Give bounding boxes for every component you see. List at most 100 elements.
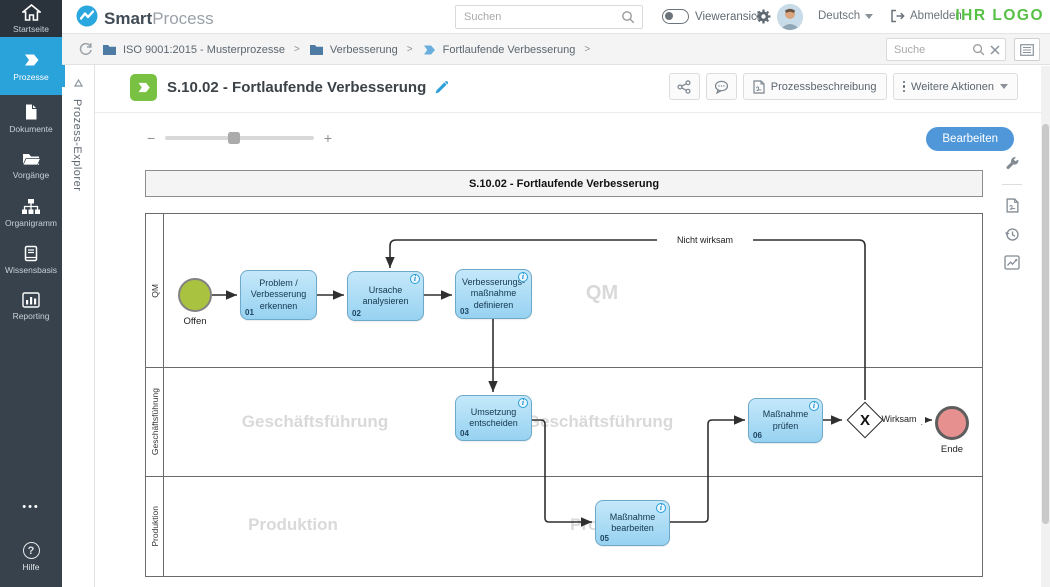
viewer-toggle[interactable]: Vieweransicht bbox=[662, 9, 766, 24]
sidebar-item-organigramm[interactable]: Organigramm bbox=[0, 189, 62, 236]
scrollbar-thumb[interactable] bbox=[1042, 124, 1049, 524]
folder-icon bbox=[102, 44, 117, 56]
task-03[interactable]: Verbesserungs- maßnahme definieren 03 bbox=[455, 269, 532, 319]
explorer-label[interactable]: Prozess-Explorer bbox=[71, 99, 83, 191]
sidebar-item-wissensbasis[interactable]: Wissensbasis bbox=[0, 236, 62, 283]
global-search-input[interactable] bbox=[456, 11, 621, 23]
process-explorer-panel: Prozess-Explorer bbox=[62, 65, 95, 587]
task-01[interactable]: Problem / Verbesserung erkennen 01 bbox=[240, 270, 317, 320]
barchart-icon bbox=[22, 292, 40, 308]
start-event[interactable] bbox=[178, 278, 212, 312]
breadcrumb-item[interactable]: Verbesserung bbox=[309, 44, 398, 56]
search-icon[interactable] bbox=[621, 10, 635, 24]
breadcrumb-separator: > bbox=[584, 44, 590, 55]
list-view-button[interactable] bbox=[1014, 38, 1040, 61]
rail-divider bbox=[1002, 184, 1022, 185]
sidebar-item-label: Hilfe bbox=[22, 562, 39, 572]
comment-icon bbox=[714, 80, 729, 94]
sidebar-item-hilfe[interactable]: Hilfe bbox=[0, 527, 62, 587]
process-icon bbox=[21, 51, 41, 69]
sidebar-item-label: Startseite bbox=[13, 24, 49, 34]
logout-label: Abmelden bbox=[910, 10, 962, 22]
lane-watermark: Geschäftsführung bbox=[235, 412, 395, 432]
diagram-tool-rail bbox=[1000, 155, 1024, 270]
task-number: 04 bbox=[460, 429, 469, 438]
breadcrumb-item[interactable]: ISO 9001:2015 - Musterprozesse bbox=[102, 44, 285, 56]
start-event-label: Offen bbox=[167, 316, 223, 327]
pdf-export-icon[interactable] bbox=[1006, 198, 1019, 213]
task-02[interactable]: Ursache analysieren 02 bbox=[347, 271, 424, 321]
sidebar-item-label: Reporting bbox=[13, 311, 50, 321]
section-divider bbox=[95, 112, 1050, 113]
xor-gateway[interactable]: X bbox=[845, 400, 885, 440]
wrench-icon[interactable] bbox=[1004, 155, 1020, 171]
brand-logo[interactable]: SmartProcess bbox=[76, 5, 214, 32]
logout-button[interactable]: Abmelden bbox=[890, 9, 962, 23]
tree-search bbox=[886, 38, 1006, 61]
collapse-panel-icon[interactable] bbox=[74, 79, 83, 87]
share-button[interactable] bbox=[669, 73, 700, 100]
help-icon bbox=[23, 542, 40, 559]
page-title: S.10.02 - Fortlaufende Verbesserung bbox=[167, 79, 426, 96]
more-actions-button[interactable]: Weitere Aktionen bbox=[893, 73, 1018, 100]
language-selector[interactable]: Deutsch bbox=[818, 10, 873, 22]
edit-title-pencil-icon[interactable] bbox=[434, 80, 449, 95]
comments-button[interactable] bbox=[706, 73, 737, 100]
list-icon bbox=[1020, 44, 1034, 56]
book-icon bbox=[23, 245, 39, 262]
sidebar-item-prozesse[interactable]: Prozesse bbox=[0, 37, 62, 95]
explorer-accent-bar bbox=[62, 65, 65, 87]
task-number: 01 bbox=[245, 308, 254, 317]
search-icon[interactable] bbox=[972, 43, 985, 56]
global-search bbox=[455, 5, 643, 29]
breadcrumb-bar: ISO 9001:2015 - Musterprozesse > Verbess… bbox=[62, 34, 1050, 65]
vertical-scrollbar[interactable] bbox=[1041, 66, 1050, 587]
sidebar-item-reporting[interactable]: Reporting bbox=[0, 283, 62, 330]
folder-icon bbox=[309, 44, 324, 56]
process-badge-icon bbox=[130, 74, 157, 101]
sidebar-item-dokumente[interactable]: Dokumente bbox=[0, 95, 62, 142]
breadcrumb-item[interactable]: Fortlaufende Verbesserung bbox=[422, 44, 576, 56]
sidebar-item-label: Wissensbasis bbox=[5, 265, 57, 275]
task-number: 02 bbox=[352, 309, 361, 318]
sidebar-more-button[interactable]: ••• bbox=[0, 487, 62, 527]
logout-icon bbox=[890, 9, 905, 23]
gateway-x-symbol: X bbox=[860, 412, 870, 429]
end-event-label: Ende bbox=[924, 444, 980, 455]
user-avatar[interactable] bbox=[777, 4, 803, 30]
process-description-button[interactable]: Prozessbeschreibung bbox=[743, 73, 887, 100]
analytics-icon[interactable] bbox=[1004, 255, 1020, 270]
info-icon[interactable] bbox=[518, 272, 528, 282]
info-icon[interactable] bbox=[809, 401, 819, 411]
breadcrumb: ISO 9001:2015 - Musterprozesse > Verbess… bbox=[78, 34, 590, 65]
history-icon[interactable] bbox=[1004, 226, 1020, 242]
customer-logo: IHR LOGO bbox=[955, 7, 1044, 25]
info-icon[interactable] bbox=[656, 503, 666, 513]
lane-label: Produktion bbox=[150, 506, 160, 547]
breadcrumb-separator: > bbox=[294, 44, 300, 55]
clear-search-icon[interactable] bbox=[990, 45, 1000, 55]
lane-watermark: Produktion bbox=[213, 515, 373, 535]
tree-search-input[interactable] bbox=[887, 44, 972, 56]
settings-gear-icon[interactable] bbox=[755, 8, 772, 30]
end-event[interactable] bbox=[935, 406, 969, 440]
more-actions-label: Weitere Aktionen bbox=[911, 81, 994, 93]
refresh-icon[interactable] bbox=[78, 42, 93, 57]
task-number: 03 bbox=[460, 307, 469, 316]
sidebar-item-vorgaenge[interactable]: Vorgänge bbox=[0, 142, 62, 189]
task-05[interactable]: Maßnahme bearbeiten 05 bbox=[595, 500, 670, 546]
zoom-out-button[interactable]: − bbox=[147, 131, 155, 145]
task-04[interactable]: Umsetzung entscheiden 04 bbox=[455, 395, 532, 441]
sidebar-item-startseite[interactable]: Startseite bbox=[0, 0, 62, 37]
info-icon[interactable] bbox=[410, 274, 420, 284]
lane-label: Geschäftsführung bbox=[150, 388, 160, 455]
task-06[interactable]: Maßnahme prüfen 06 bbox=[748, 398, 823, 443]
zoom-in-button[interactable]: + bbox=[324, 131, 332, 145]
sidebar-item-label: Dokumente bbox=[9, 124, 52, 134]
edit-button[interactable]: Bearbeiten bbox=[926, 127, 1014, 151]
zoom-slider-handle[interactable] bbox=[228, 132, 240, 144]
breadcrumb-separator: > bbox=[407, 44, 413, 55]
lane-watermark: QM bbox=[567, 282, 637, 305]
info-icon[interactable] bbox=[518, 398, 528, 408]
zoom-slider[interactable] bbox=[165, 136, 314, 140]
